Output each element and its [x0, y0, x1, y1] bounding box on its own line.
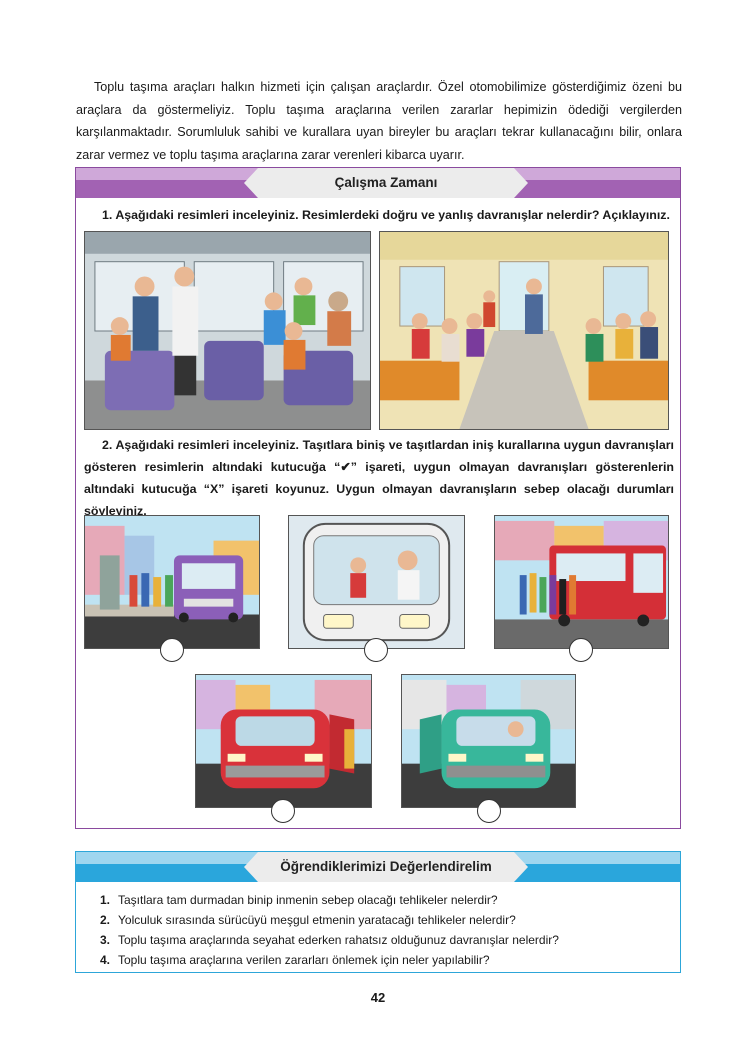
evaluation-question-list: 1.Taşıtlara tam durmadan binip inmenin s…	[100, 890, 670, 970]
answer-circle-5[interactable]	[477, 799, 501, 823]
question-1: 1. Aşağıdaki resimleri inceleyiniz. Resi…	[102, 208, 670, 222]
page-number: 42	[370, 990, 386, 1005]
passenger-distracting-driver-image	[288, 515, 465, 649]
orderly-metro-interior-image	[379, 231, 669, 430]
work-section: Çalışma Zamanı 1. Aşağıdaki resimleri in…	[75, 167, 681, 829]
answer-circle-4[interactable]	[271, 799, 295, 823]
work-section-title: Çalışma Zamanı	[334, 175, 438, 190]
car-door-sidewalk-side-image	[401, 674, 576, 808]
crowded-bus-boarding-image	[494, 515, 669, 649]
evaluation-section-title: Öğrendiklerimizi Değerlendirelim	[280, 859, 492, 874]
evaluation-question: 2.Yolculuk sırasında sürücüyü meşgul etm…	[100, 913, 516, 927]
evaluation-question: 1.Taşıtlara tam durmadan binip inmenin s…	[100, 893, 498, 907]
work-section-banner: Çalışma Zamanı	[76, 168, 680, 198]
answer-circle-1[interactable]	[160, 638, 184, 662]
evaluation-question: 3.Toplu taşıma araçlarında seyahat ederk…	[100, 933, 559, 947]
vandalized-bus-interior-image	[84, 231, 371, 430]
answer-circle-3[interactable]	[569, 638, 593, 662]
intro-paragraph: Toplu taşıma araçları halkın hizmeti içi…	[76, 80, 682, 162]
car-door-traffic-side-image	[195, 674, 372, 808]
answer-circle-2[interactable]	[364, 638, 388, 662]
evaluation-question: 4.Toplu taşıma araçlarına verilen zararl…	[100, 953, 490, 967]
question-2: 2. Aşağıdaki resimleri inceleyiniz. Taşı…	[84, 438, 674, 518]
bus-stop-queue-image	[84, 515, 260, 649]
evaluation-section: Öğrendiklerimizi Değerlendirelim 1.Taşıt…	[75, 851, 681, 973]
